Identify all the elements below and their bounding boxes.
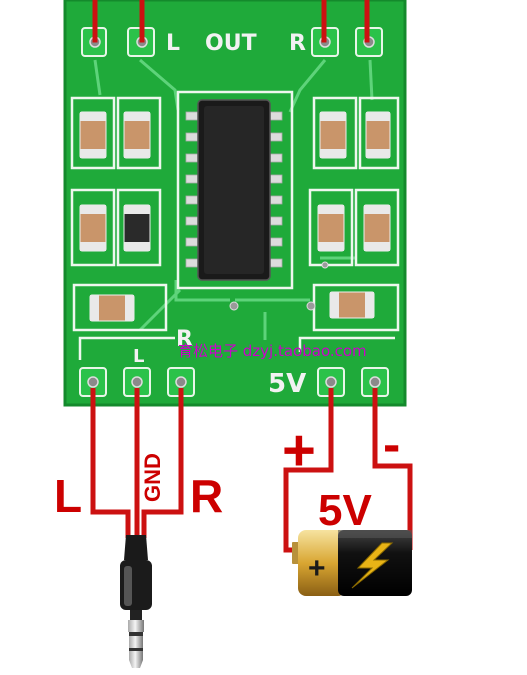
silk-label-out: OUT	[205, 31, 257, 56]
left-channel-label: L	[54, 470, 82, 522]
battery: +	[292, 530, 412, 596]
output-wires	[92, 0, 370, 43]
positive-terminal-label: +	[282, 418, 316, 483]
silk-label-left-out: L	[166, 31, 180, 56]
silk-label-right-out: R	[289, 31, 306, 56]
gnd-label: GND	[140, 453, 165, 502]
audio-jack-plug	[120, 535, 152, 668]
battery-voltage-label: 5V	[318, 486, 372, 535]
watermark-text: 育松电子 dzyj.taobao.com	[178, 342, 367, 360]
battery-plus-mark: +	[308, 552, 326, 585]
silk-label-left-in: L	[133, 346, 144, 367]
amplifier-ic-chip	[185, 99, 283, 281]
right-channel-label: R	[190, 470, 223, 522]
pcb-board: L OUT R	[63, 0, 407, 407]
pcb-vias	[229, 261, 329, 311]
bottom-header-pads	[79, 367, 389, 397]
silk-label-right-in: R	[176, 327, 193, 352]
negative-terminal-label: -	[383, 416, 400, 474]
audio-input-wires	[90, 388, 184, 538]
lightning-bolt-icon	[351, 542, 394, 589]
smd-components	[79, 111, 391, 322]
silk-label-5v: 5V	[268, 369, 306, 399]
power-wires	[283, 388, 413, 553]
